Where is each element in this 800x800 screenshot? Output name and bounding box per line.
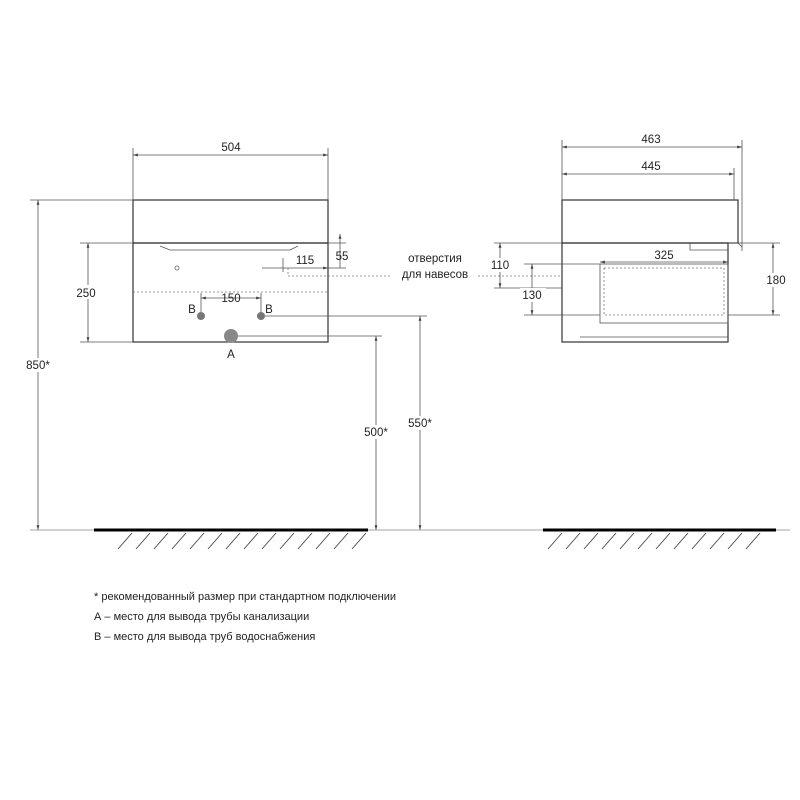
dim-550: 550* (408, 418, 432, 430)
dim-115: 115 (296, 255, 314, 267)
dim-463: 463 (641, 134, 660, 146)
hatch-stroke (153, 532, 169, 550)
hatch-stroke (745, 532, 761, 550)
side-drawer-box (599, 263, 729, 324)
note-1: * рекомендованный размер при стандартном… (94, 591, 396, 603)
hatch-stroke (547, 532, 563, 550)
hatch-stroke (709, 532, 725, 550)
hatch-stroke (619, 532, 635, 550)
hatch-stroke (279, 532, 295, 550)
front-sink (132, 199, 329, 244)
dim-180: 180 (766, 275, 785, 287)
callout-line2: для навесов (402, 269, 468, 281)
hatch-stroke (583, 532, 599, 550)
dim-55: 55 (336, 251, 349, 263)
hatch-stroke (117, 532, 133, 550)
dim-445: 445 (641, 161, 660, 173)
hatch-stroke (207, 532, 223, 550)
front-handle (159, 245, 299, 251)
dim-325: 325 (654, 250, 673, 262)
hatch-stroke (135, 532, 151, 550)
hatch-stroke (655, 532, 671, 550)
hatch-stroke (351, 532, 367, 550)
note-2: А – место для вывода трубы канализации (94, 611, 309, 623)
pipe-b-left (197, 312, 205, 320)
hatch-stroke (243, 532, 259, 550)
label-b-left: B (188, 304, 196, 316)
hatch-stroke (601, 532, 617, 550)
hatch-stroke (727, 532, 743, 550)
hatch-stroke (225, 532, 241, 550)
note-3: В – место для вывода труб водоснабжения (94, 631, 315, 643)
hatch-stroke (171, 532, 187, 550)
side-sink (561, 199, 739, 244)
dim-500: 500* (364, 427, 388, 439)
pipe-b-right (257, 312, 265, 320)
side-drawer-inner (603, 267, 725, 316)
hatch-stroke (673, 532, 689, 550)
dim-850: 850* (26, 360, 50, 372)
pipe-a (224, 329, 238, 343)
hatch-stroke (315, 532, 331, 550)
notes: * рекомендованный размер при стандартном… (94, 591, 396, 643)
hatch-stroke (297, 532, 313, 550)
side-cabinet (561, 242, 729, 343)
hatch-stroke (189, 532, 205, 550)
hatch-stroke (637, 532, 653, 550)
front-view: 504 250 850* 115 55 150 B B A 500* (20, 142, 442, 530)
dim-130: 130 (522, 290, 541, 302)
front-small-hole (174, 265, 180, 271)
floor-hatch-right (547, 532, 761, 550)
hatch-stroke (565, 532, 581, 550)
dim-504: 504 (221, 142, 241, 154)
dim-150: 150 (221, 293, 240, 305)
dim-250: 250 (76, 288, 95, 300)
dim-110: 110 (491, 260, 509, 272)
callout-line1: отверстия (408, 253, 462, 265)
hatch-stroke (691, 532, 707, 550)
floor-hatch-left (117, 532, 367, 550)
hatch-stroke (333, 532, 349, 550)
callout-hanger-holes: отверстия для навесов (287, 253, 563, 281)
label-b-right: B (265, 304, 273, 316)
side-view: 463 445 325 180 110 130 (488, 134, 790, 343)
label-a: A (227, 349, 235, 361)
hatch-stroke (261, 532, 277, 550)
